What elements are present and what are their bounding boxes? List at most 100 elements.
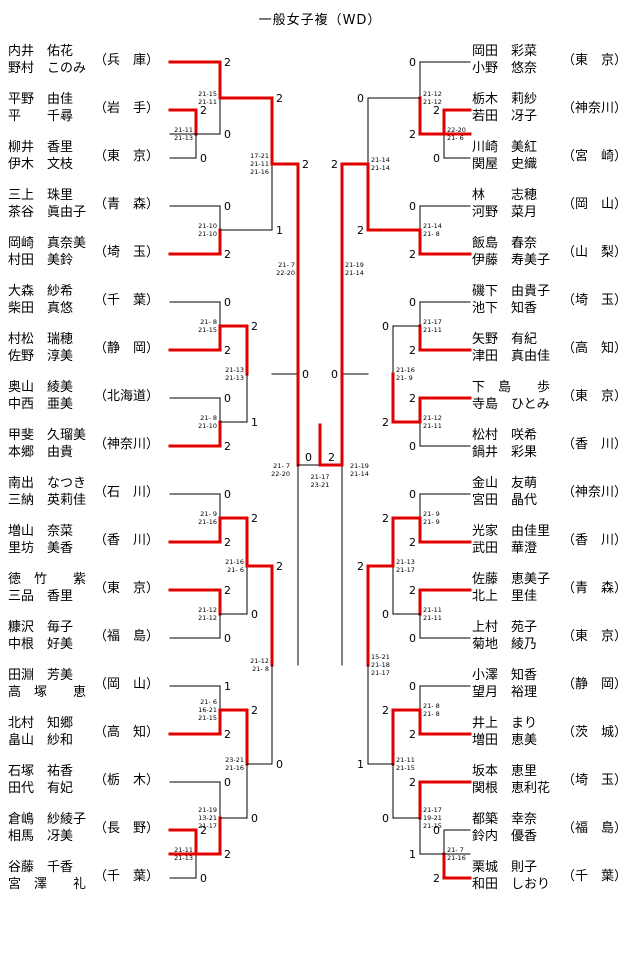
- prefecture-label: （東 京）: [562, 389, 628, 404]
- right-player-name: 関屋 史織: [472, 157, 538, 172]
- r1-3-count-b: 2: [224, 344, 231, 357]
- left-player-name: 田淵 芳美: [8, 668, 74, 683]
- sf-top-score: 22-20: [276, 269, 295, 277]
- r2-4-score: 21-11: [396, 756, 415, 764]
- right-player-name: 松村 咲希: [472, 428, 538, 443]
- r1-5-score: 21- 9: [200, 510, 217, 518]
- right-player-name: 栃木 莉紗: [472, 92, 538, 107]
- right-player-name: 川崎 美紅: [472, 140, 538, 155]
- r1-7-score: 21- 8: [423, 702, 440, 710]
- left-player-name: 村松 瑞穂: [8, 332, 74, 347]
- r1-4-score: 21- 8: [200, 414, 217, 422]
- prefecture-label: （香 川）: [94, 533, 160, 548]
- r1-8-score: 21-11: [174, 846, 193, 854]
- final-count-b: 2: [328, 451, 335, 464]
- r1-1-count-b: 0: [433, 152, 440, 165]
- r1-8-count-a: 2: [200, 824, 207, 837]
- right-player-name: 栗城 則子: [472, 860, 538, 875]
- left-player-name: 南出 なつき: [8, 476, 87, 491]
- r2-1-count-b: 0: [224, 128, 231, 141]
- final-score-2: 23-21: [311, 481, 330, 489]
- r1-4-count-a: 2: [409, 392, 416, 405]
- r2-4-score: 23-21: [225, 756, 244, 764]
- r1-1-count-a: 2: [200, 104, 207, 117]
- r2-3-count-b: 0: [251, 608, 258, 621]
- r2-2-count-b: 2: [382, 416, 389, 429]
- r1-1-count-a: 2: [433, 104, 440, 117]
- right-player-name: 鍋井 彩果: [472, 445, 538, 460]
- r1-5-count-a: 0: [409, 488, 416, 501]
- right-player-name: 光家 由佳里: [472, 524, 551, 539]
- r1-6-score: 21-11: [423, 614, 442, 622]
- r2-2-count-b: 1: [251, 416, 258, 429]
- left-player-name: 中西 亜美: [8, 397, 74, 412]
- r1-3-score: 21-15: [198, 326, 217, 334]
- r1-2-score: 21- 8: [423, 230, 440, 238]
- r1-3-count-a: 0: [409, 296, 416, 309]
- r2-3-count-a: 2: [382, 512, 389, 525]
- left-player-name: 石塚 祐香: [8, 764, 74, 779]
- r1-1-score: 21-13: [174, 134, 193, 142]
- prefecture-label: （茨 城）: [562, 725, 628, 740]
- prefecture-label: （千 葉）: [94, 293, 160, 308]
- r1-9-score: 21-15: [423, 822, 442, 830]
- prefecture-label: （福 島）: [94, 629, 160, 644]
- right-player-name: 飯島 春奈: [472, 236, 538, 251]
- right-player-name: 増田 恵美: [472, 733, 538, 748]
- left-player-name: 畠山 紗和: [8, 733, 74, 748]
- right-player-name: 金山 友萌: [472, 476, 538, 491]
- r3-1-count-b: 1: [276, 224, 283, 237]
- r1-2-count-a: 0: [409, 200, 416, 213]
- r2-4-score: 21-15: [396, 764, 415, 772]
- r2-2-count-a: 2: [251, 320, 258, 333]
- right-player-name: 磯下 由貴子: [472, 284, 551, 299]
- r2-2-count-a: 0: [382, 320, 389, 333]
- r1-3-count-a: 0: [224, 296, 231, 309]
- left-player-name: 相馬 冴美: [8, 829, 74, 844]
- r2-2-score: 21-16: [396, 366, 415, 374]
- right-player-name: 北上 里佳: [472, 589, 538, 604]
- r1-2-count-a: 0: [224, 200, 231, 213]
- r1-7-count-a: 1: [224, 680, 231, 693]
- r1-1-count-b: 0: [200, 152, 207, 165]
- right-player-name: 上村 苑子: [472, 620, 538, 635]
- r3-1-count-a: 0: [357, 92, 364, 105]
- r2-1-count-a: 2: [224, 56, 231, 69]
- r2-4-count-a: 2: [251, 704, 258, 717]
- r1-1-score: 21-11: [174, 126, 193, 134]
- r3-2-count-b: 0: [276, 758, 283, 771]
- r2-4-score: 21-16: [225, 764, 244, 772]
- r1-6-score: 21-12: [198, 606, 217, 614]
- right-player-name: 岡田 彩菜: [472, 44, 538, 59]
- r1-8-count-b: 2: [433, 872, 440, 885]
- r1-2-score: 21-14: [423, 222, 442, 230]
- r3-1-score: 21-16: [250, 168, 269, 176]
- left-player-name: 柳井 香里: [8, 140, 74, 155]
- left-player-name: 平 千尋: [8, 109, 74, 124]
- right-player-name: 池下 知香: [472, 301, 538, 316]
- left-player-name: 徳 竹 紫: [8, 572, 87, 587]
- r3-2-score: 21-12: [250, 657, 269, 665]
- left-player-name: 三品 香里: [8, 589, 74, 604]
- r3-2-score: 15-21: [371, 653, 390, 661]
- left-player-name: 中根 好美: [8, 637, 74, 652]
- r3-2-score: 21-18: [371, 661, 390, 669]
- r2-2-score: 21-13: [225, 374, 244, 382]
- left-player-name: 増山 奈菜: [8, 524, 74, 539]
- right-player-name: 津田 真由佳: [472, 349, 551, 364]
- sf-top-count-b: 0: [302, 368, 309, 381]
- r3-2-count-a: 2: [276, 560, 283, 573]
- sf-top-score: 21-19: [345, 261, 364, 269]
- r1-3-score: 21-17: [423, 318, 442, 326]
- r2-1-score: 21-11: [198, 98, 217, 106]
- r1-7-count-a: 0: [409, 680, 416, 693]
- r3-1-count-a: 2: [276, 92, 283, 105]
- final-count-a: 0: [305, 451, 312, 464]
- prefecture-label: （神奈川）: [562, 485, 628, 500]
- prefecture-label: （香 川）: [562, 437, 628, 452]
- prefecture-label: （東 京）: [94, 149, 160, 164]
- r1-2-count-b: 2: [409, 248, 416, 261]
- prefecture-label: （青 森）: [562, 581, 628, 596]
- left-player-name: 本郷 由貴: [8, 445, 74, 460]
